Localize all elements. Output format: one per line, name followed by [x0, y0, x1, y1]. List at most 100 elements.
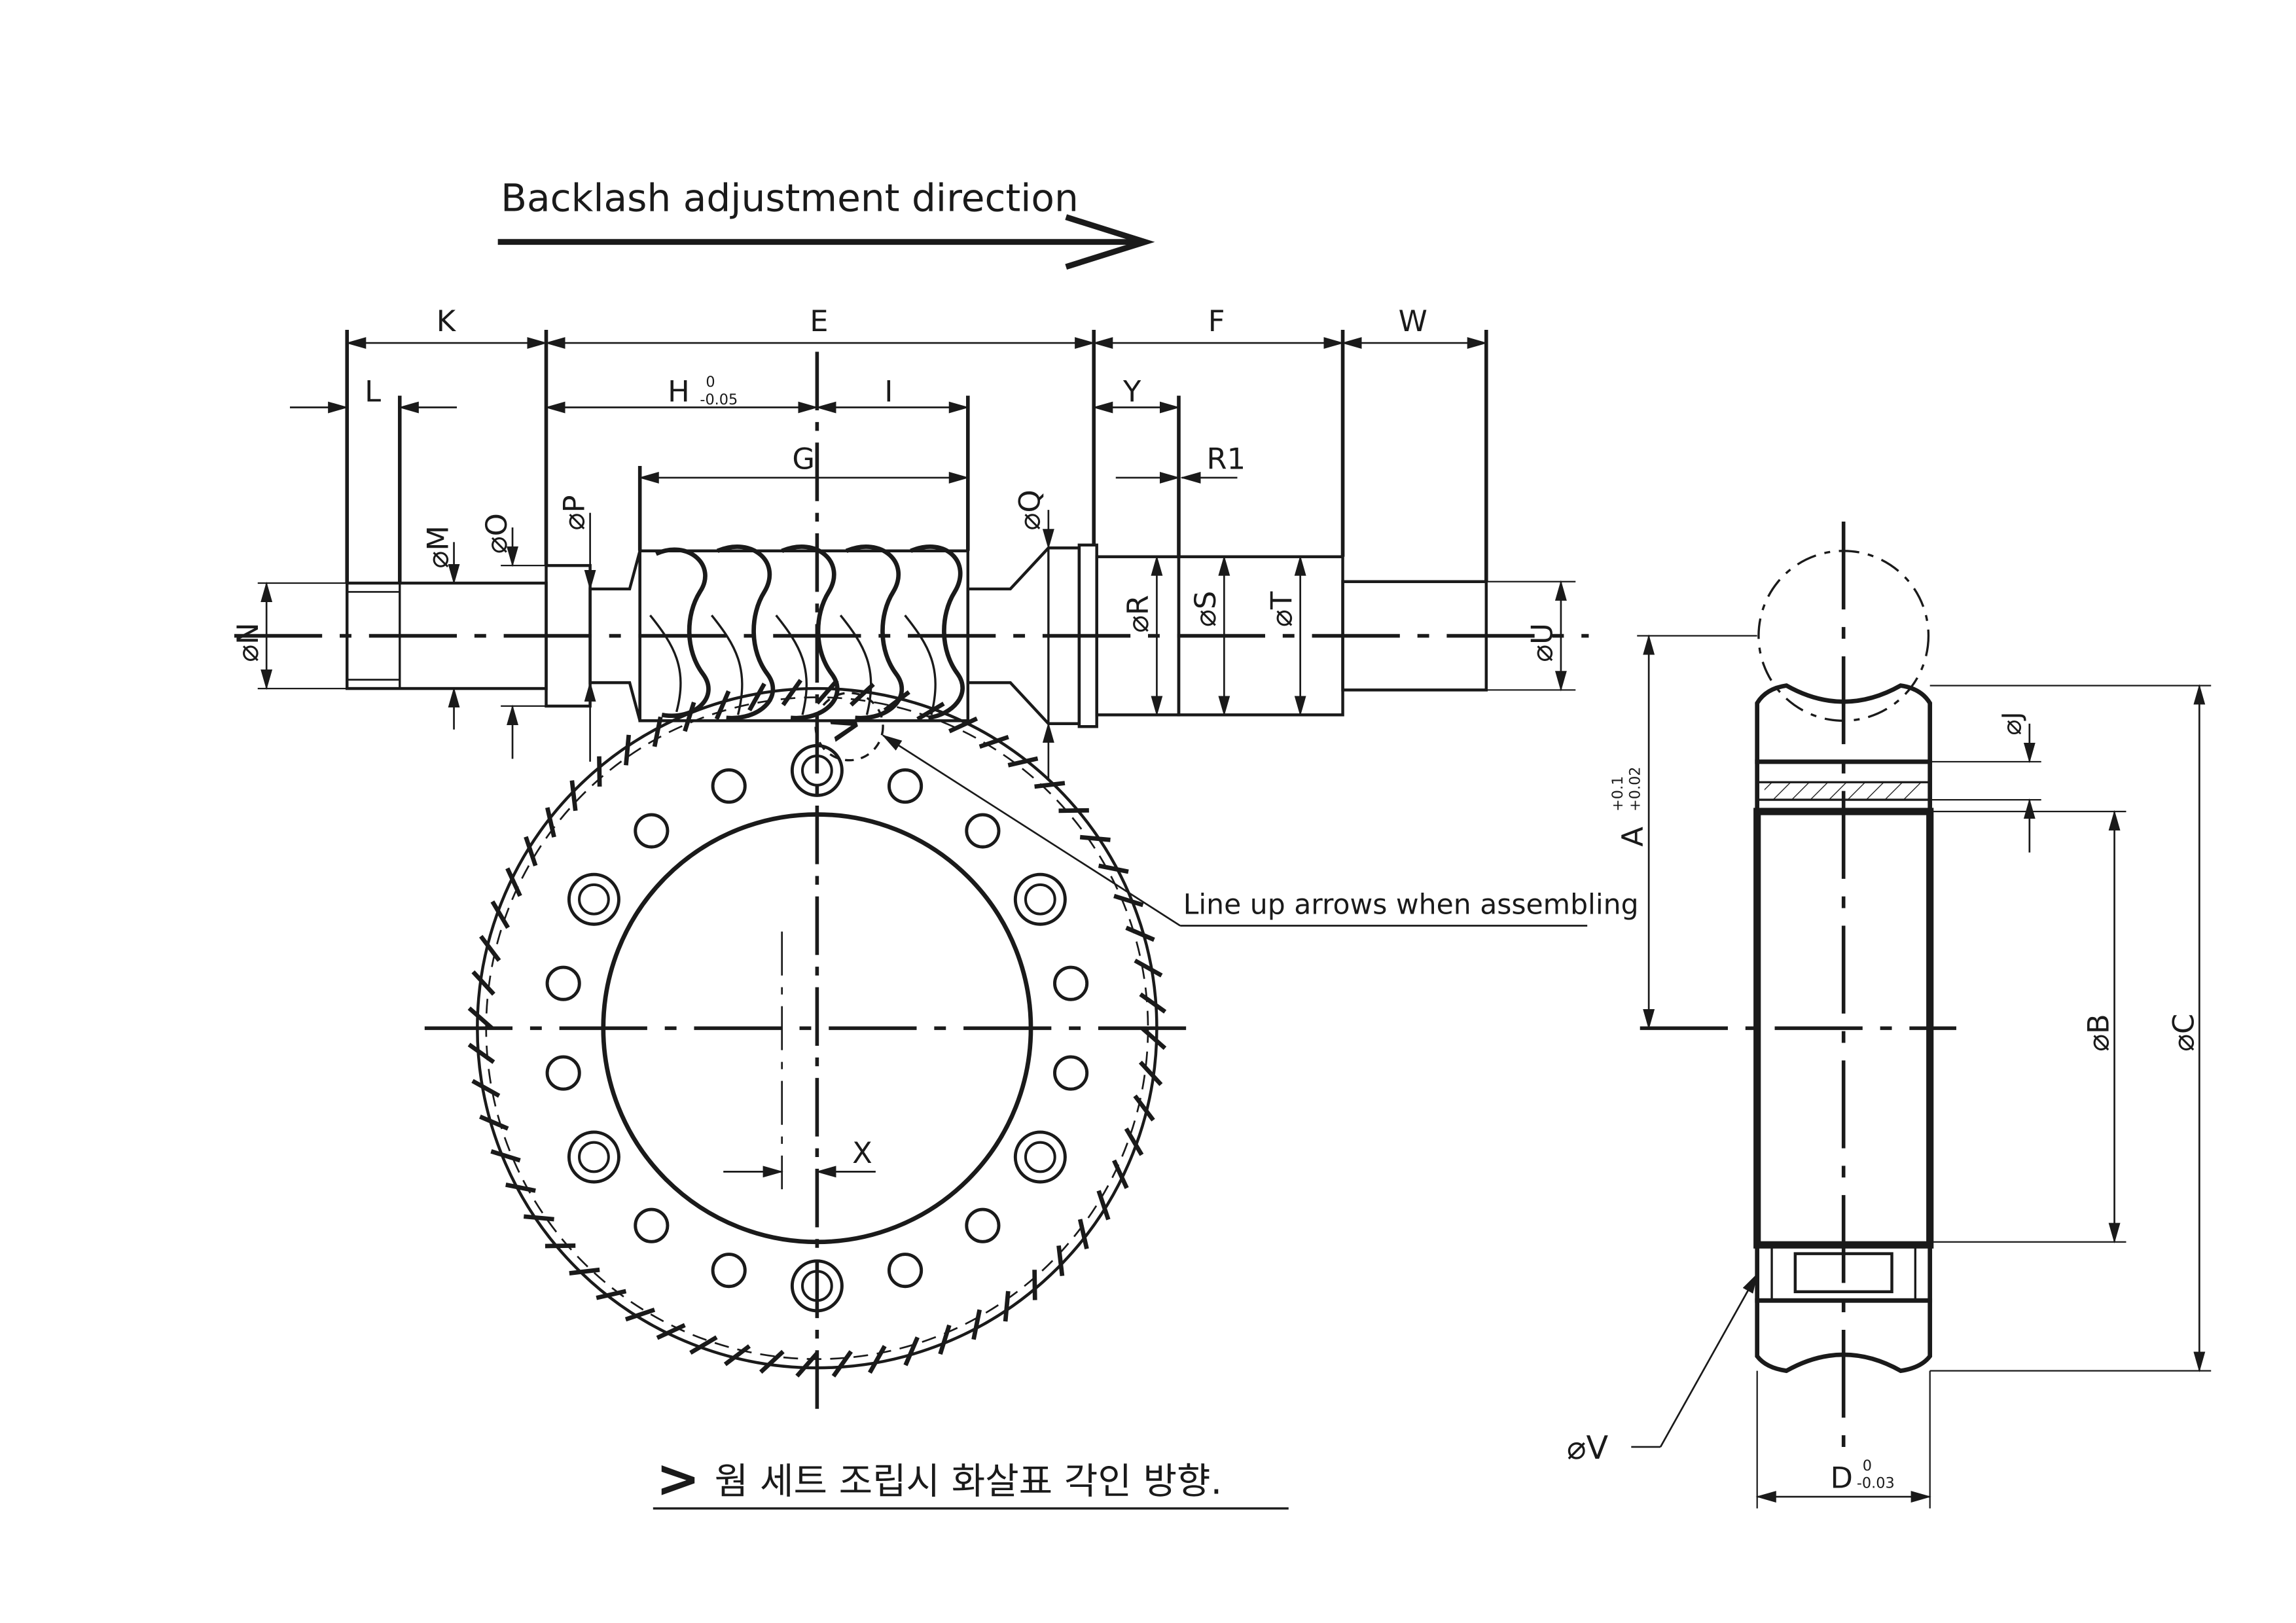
counterbore-hole: [1013, 1130, 1067, 1184]
wheel-tooth: [569, 1267, 600, 1275]
wheel-tooth: [723, 1344, 751, 1366]
bolt-hole: [887, 768, 924, 804]
dim-W-label: W: [1399, 304, 1427, 338]
bolt-hole: [711, 1253, 747, 1289]
wheel-tooth: [471, 970, 495, 996]
wheel-tooth: [1139, 992, 1167, 1014]
wheel-tooth: [1096, 1190, 1111, 1221]
dim-V-label: ⌀V: [1567, 1429, 1609, 1467]
dim-G-label: G: [792, 441, 815, 476]
wheel-tooth: [1003, 1291, 1011, 1322]
wheel-tooth: [479, 1115, 509, 1131]
counterbore-inner: [800, 1270, 833, 1302]
wheel-tooth: [683, 702, 696, 732]
wheel-tooth: [1112, 1159, 1129, 1189]
dim-Q-label: ⌀Q: [1012, 490, 1047, 530]
worm-wheel-section: A +0.1 +0.02 ⌀B ⌀C ⌀J ⌀V D 0 -0.03: [1567, 522, 2212, 1508]
counterbore-inner: [1024, 1141, 1056, 1173]
dim-A-tol-lower: +0.02: [1627, 766, 1644, 812]
wheel-tooth: [597, 756, 602, 787]
dim-J-label: ⌀J: [1997, 712, 2027, 736]
bolt-hole: [634, 1207, 670, 1243]
wheel-tooth: [545, 807, 556, 838]
wheel-tooth: [545, 1243, 576, 1249]
wheel-tooth: [524, 836, 538, 866]
bolt-hole: [965, 1207, 1001, 1243]
wheel-tooth: [938, 1324, 952, 1355]
counterbore-hole: [790, 743, 844, 797]
dim-D-tol-lower: -0.03: [1857, 1475, 1895, 1492]
dim-R1-label: R1: [1206, 441, 1246, 476]
wheel-tooth: [1133, 1094, 1155, 1122]
wheel-tooth: [523, 1214, 554, 1222]
wheel-tooth: [1077, 1219, 1089, 1250]
counterbore-hole: [1013, 872, 1067, 926]
dim-F-label: F: [1208, 304, 1225, 338]
dim-N-label: ⌀N: [230, 622, 265, 662]
wheel-tooth: [971, 1309, 982, 1340]
dim-H-tol-upper: 0: [706, 374, 715, 391]
wheel-tooth: [569, 780, 578, 812]
counterbore-inner: [1024, 883, 1056, 916]
dim-Y-label: Y: [1122, 374, 1141, 409]
wheel-tooth: [689, 1335, 718, 1355]
dim-M-label: ⌀M: [421, 526, 456, 569]
worm-wheel-front: X >: [424, 679, 1189, 1378]
wheel-tooth: [948, 716, 978, 734]
counterbore-inner: [578, 1141, 610, 1173]
bolt-hole: [887, 1253, 924, 1289]
counterbore-hole: [790, 1259, 844, 1313]
bolt-hole: [965, 813, 1001, 849]
dim-H-tol-lower: -0.05: [700, 391, 738, 408]
wheel-tooth: [1138, 1060, 1163, 1086]
wheel-tooth: [596, 1289, 627, 1300]
footnote: > 웜 세트 조립시 화살표 각인 방향.: [653, 1448, 1289, 1510]
wheel-tooth: [781, 679, 803, 707]
dim-X-label: X: [852, 1135, 872, 1170]
counterbore-hole: [567, 1130, 620, 1184]
wheel-tooth: [467, 1006, 493, 1030]
worm-threads: [649, 544, 965, 721]
wheel-tooth: [1007, 756, 1039, 768]
wheel-tooth: [624, 734, 632, 766]
bolt-hole: [1053, 1055, 1089, 1091]
counterbore-inner: [578, 883, 610, 916]
wheel-tooth: [505, 1182, 536, 1193]
wheel-tooth: [903, 1336, 920, 1366]
wheel-tooth: [916, 702, 945, 721]
bolt-hole: [711, 768, 747, 804]
counterbore-hole: [567, 872, 620, 926]
wheel-tooth: [747, 683, 766, 712]
wheel-tooth: [490, 1149, 521, 1163]
bolt-hole: [634, 813, 670, 849]
wheel-tooth: [656, 1323, 686, 1340]
callout-text: Line up arrows when assembling: [1183, 889, 1639, 921]
pitch-circle: [485, 696, 1149, 1361]
wheel-tooth: [1140, 1026, 1167, 1050]
dim-C-label: ⌀C: [2166, 1014, 2200, 1052]
wheel-tooth: [867, 1345, 887, 1374]
wheel-tooth: [759, 1349, 785, 1374]
wheel-tooth: [850, 683, 875, 707]
bolt-holes: [545, 743, 1089, 1313]
wheel-tooth: [652, 716, 663, 747]
assembly-arrow-mark: >: [822, 698, 868, 753]
assembly-callout: Line up arrows when assembling: [882, 734, 1639, 927]
wheel-tooth: [505, 867, 522, 897]
footnote-text: 웜 세트 조립시 화살표 각인 방향.: [715, 1461, 1222, 1503]
dim-T-label: ⌀T: [1264, 591, 1299, 627]
dim-D-label: D: [1831, 1461, 1853, 1495]
dim-R-label: ⌀R: [1121, 595, 1155, 633]
dim-E-label: E: [810, 304, 828, 338]
wheel-tooth: [624, 1308, 656, 1322]
wheel-tooth: [1079, 834, 1111, 842]
backlash-title: Backlash adjustment direction: [501, 176, 1079, 221]
wheel-tooth: [795, 1351, 819, 1378]
bolt-hole: [1053, 965, 1089, 1001]
wheel-tooth: [490, 900, 510, 929]
wheel-tooth: [714, 690, 731, 721]
wheel-tooth: [831, 1350, 853, 1378]
wheel-tooth: [1056, 1245, 1065, 1277]
wheel-tooth: [978, 734, 1009, 749]
